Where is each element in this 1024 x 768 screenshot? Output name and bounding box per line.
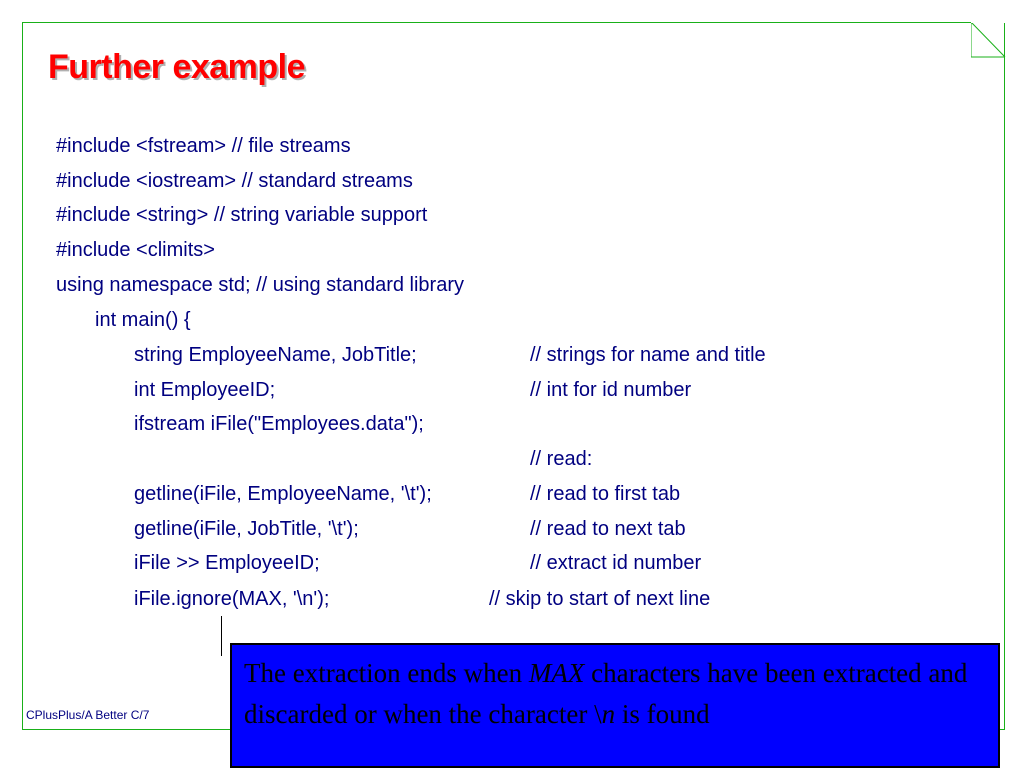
callout-box: The extraction ends when MAX characters … [230, 643, 1000, 768]
code-text: getline(iFile, EmployeeName, '\t'); [134, 483, 432, 505]
callout-max-term: MAX [528, 658, 585, 688]
code-comment: // strings for name and title [530, 344, 766, 366]
callout-text-before: The extraction ends when [244, 658, 529, 688]
code-comment: // skip to start of next line [489, 588, 711, 610]
code-text: int EmployeeID; [134, 379, 276, 401]
callout-n-term: n [601, 699, 616, 729]
code-text: int main() { [95, 309, 191, 331]
code-comment: // int for id number [530, 379, 692, 401]
code-comment: // read to next tab [530, 518, 686, 540]
code-text: iFile >> EmployeeID; [134, 552, 320, 574]
slide-footer: CPlusPlus/A Better C/7 [26, 708, 150, 722]
callout-text-after: is found [615, 699, 710, 729]
code-comment: // read to first tab [530, 483, 681, 505]
code-text: #include <iostream> // standard streams [56, 170, 413, 192]
code-text: ifstream iFile("Employees.data"); [134, 413, 424, 435]
code-text: using namespace std; // using standard l… [56, 274, 464, 296]
code-comment: // read: [530, 448, 593, 470]
callout-pointer-line [221, 616, 222, 656]
slide-title: Further example [48, 48, 306, 86]
code-text: getline(iFile, JobTitle, '\t'); [134, 518, 359, 540]
code-text: iFile.ignore(MAX, '\n'); [134, 588, 330, 610]
page-corner-fold-icon [971, 22, 1006, 58]
code-text: #include <climits> [56, 239, 215, 261]
code-comment: // extract id number [530, 552, 702, 574]
code-text: string EmployeeName, JobTitle; [134, 344, 417, 366]
code-text: #include <fstream> // file streams [56, 135, 351, 157]
callout-text-middle: characters have been extracted and disca… [244, 658, 968, 729]
code-text: #include <string> // string variable sup… [56, 204, 428, 226]
